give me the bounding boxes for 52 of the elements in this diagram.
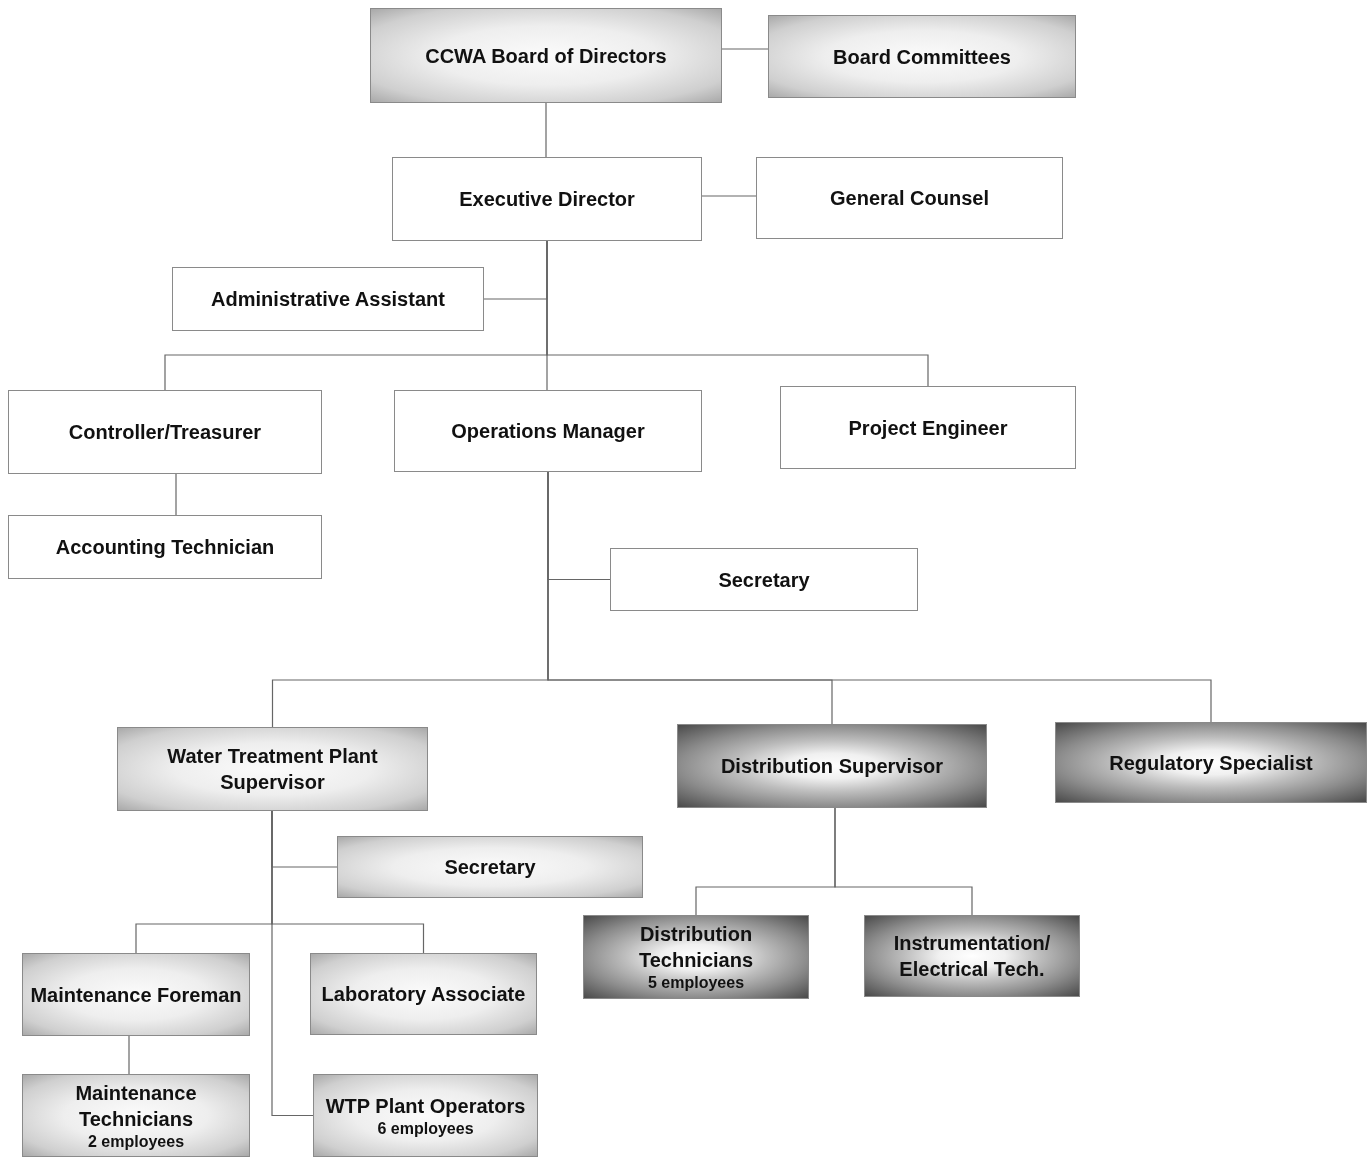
position-box bbox=[394, 390, 702, 472]
position-title: General Counsel bbox=[830, 186, 989, 211]
connector-line bbox=[834, 807, 973, 916]
position-box bbox=[610, 548, 918, 611]
connector-line bbox=[271, 810, 314, 1117]
position-title: Operations Manager bbox=[451, 419, 645, 444]
position-box bbox=[392, 157, 702, 241]
position-box bbox=[172, 267, 484, 331]
position-title: CCWA Board of Directors bbox=[425, 43, 667, 69]
connector-line bbox=[175, 473, 177, 516]
position-title: Board Committees bbox=[833, 44, 1011, 70]
connector-line bbox=[721, 48, 769, 50]
position-box bbox=[370, 8, 722, 103]
position-title: Secretary bbox=[718, 567, 810, 593]
position-box bbox=[22, 953, 250, 1036]
position-box bbox=[8, 390, 322, 474]
position-box bbox=[337, 836, 643, 898]
position-title: Project Engineer bbox=[848, 415, 1008, 441]
position-title: Administrative Assistant bbox=[211, 287, 445, 312]
position-title: Controller/Treasurer bbox=[68, 420, 262, 445]
position-box bbox=[677, 724, 987, 808]
position-title: Laboratory Associate bbox=[321, 982, 526, 1007]
position-title: Executive Director bbox=[459, 187, 635, 212]
connector-line bbox=[546, 240, 929, 387]
position-title: Regulatory Specialist bbox=[1109, 750, 1313, 776]
position-title: Water Treatment Plant Supervisor bbox=[166, 744, 379, 795]
staff-count: 5 employees bbox=[647, 973, 745, 993]
position-title: Distribution Supervisor bbox=[720, 754, 944, 779]
staff-count: 6 employees bbox=[377, 1118, 474, 1139]
position-title: Maintenance Technicians bbox=[74, 1080, 198, 1132]
position-title: WTP Plant Operators bbox=[325, 1093, 526, 1119]
connector-line bbox=[128, 1035, 130, 1075]
position-box bbox=[768, 15, 1076, 98]
connector-line bbox=[547, 471, 1212, 723]
position-box bbox=[22, 1074, 250, 1157]
position-box bbox=[117, 727, 428, 811]
position-title: Accounting Technician bbox=[55, 535, 275, 560]
staff-count: 2 employees bbox=[87, 1131, 185, 1152]
position-box bbox=[313, 1074, 538, 1157]
position-box bbox=[756, 157, 1063, 239]
position-title: Maintenance Foreman bbox=[30, 982, 242, 1008]
position-box bbox=[583, 915, 809, 999]
position-title: Secretary bbox=[444, 855, 536, 880]
connector-line bbox=[545, 102, 547, 158]
connector-line bbox=[701, 195, 757, 197]
position-title: Instrumentation/ Electrical Tech. bbox=[892, 931, 1052, 982]
position-box bbox=[8, 515, 322, 579]
position-box bbox=[864, 915, 1080, 997]
position-box bbox=[780, 386, 1076, 469]
position-box bbox=[1055, 722, 1367, 803]
position-box bbox=[310, 953, 537, 1035]
position-title: Distribution Technicians bbox=[637, 922, 755, 974]
